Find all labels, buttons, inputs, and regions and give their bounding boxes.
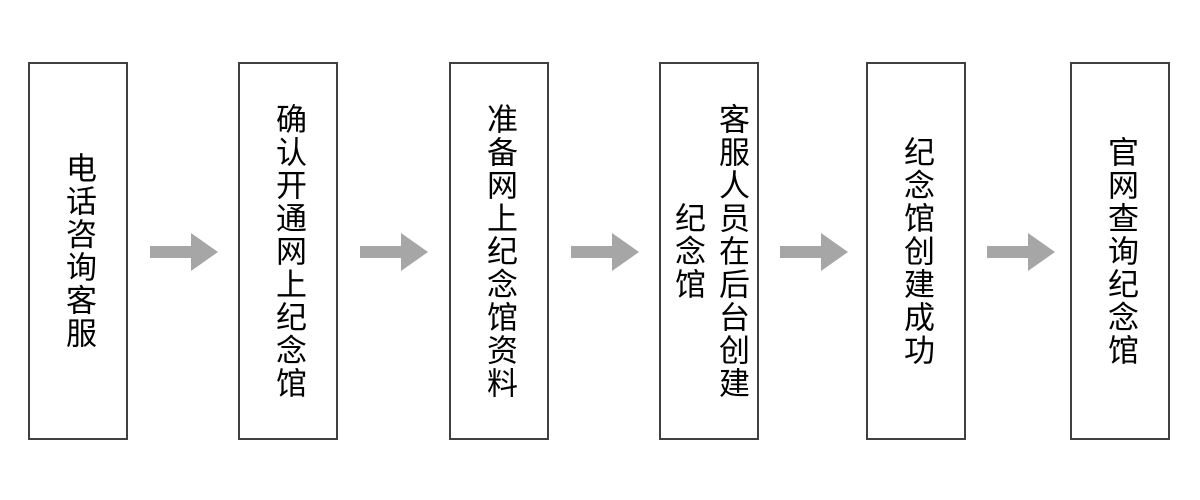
flow-node-6[interactable]: 官网查询纪念馆 bbox=[1070, 62, 1170, 440]
flow-node-label: 准备网上纪念馆资料 bbox=[482, 102, 517, 400]
flow-node-label: 电话咨询客服 bbox=[61, 152, 96, 350]
flow-node-label: 确认开通网上纪念馆 bbox=[271, 102, 306, 400]
right-arrow-icon bbox=[571, 233, 639, 271]
flow-node-label: 官网查询纪念馆 bbox=[1103, 135, 1138, 367]
flow-node-label: 纪念馆创建成功 bbox=[899, 135, 934, 367]
right-arrow-icon bbox=[360, 233, 428, 271]
flow-node-label: 客服人员在后台创建纪念馆 bbox=[670, 102, 750, 400]
right-arrow-icon bbox=[150, 233, 218, 271]
flow-node-2[interactable]: 确认开通网上纪念馆 bbox=[238, 62, 338, 440]
right-arrow-icon bbox=[780, 233, 848, 271]
flow-node-4[interactable]: 客服人员在后台创建纪念馆 bbox=[659, 62, 759, 440]
flow-node-5[interactable]: 纪念馆创建成功 bbox=[866, 62, 966, 440]
flow-node-1[interactable]: 电话咨询客服 bbox=[28, 62, 128, 440]
right-arrow-icon bbox=[987, 233, 1055, 271]
flow-node-3[interactable]: 准备网上纪念馆资料 bbox=[449, 62, 549, 440]
